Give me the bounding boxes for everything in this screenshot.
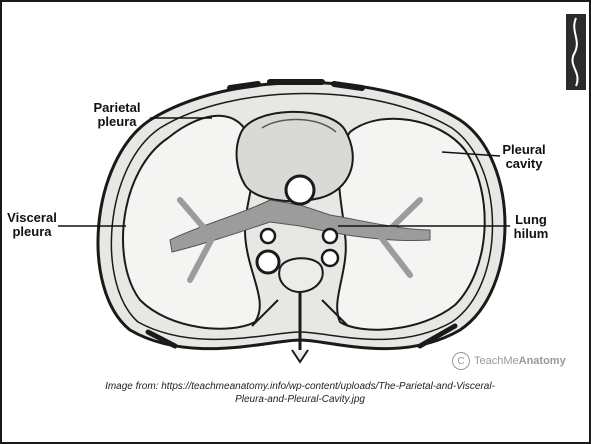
label-parietal-line1: Parietal (84, 101, 150, 115)
label-visceral-line2: pleura (2, 225, 62, 239)
caption-line1: Image from: https://teachmeanatomy.info/… (60, 380, 540, 393)
label-visceral-pleura: Visceral pleura (2, 211, 62, 239)
label-lung-hilum: Lung hilum (506, 213, 556, 241)
label-pleural-line2: cavity (494, 157, 554, 171)
watermark-text-light: TeachMe (474, 355, 519, 367)
label-pleural-line1: Pleural (494, 143, 554, 157)
copyright-icon: C (452, 352, 470, 370)
watermark-text-bold: Anatomy (519, 355, 566, 367)
vertebra (279, 258, 322, 292)
label-hilum-line1: Lung (506, 213, 556, 227)
caption-line2: Pleura-and-Pleural-Cavity.jpg (60, 393, 540, 406)
label-parietal-pleura: Parietal pleura (84, 101, 150, 129)
image-caption: Image from: https://teachmeanatomy.info/… (60, 380, 540, 406)
label-visceral-line1: Visceral (2, 211, 62, 225)
label-parietal-line2: pleura (84, 115, 150, 129)
label-pleural-cavity: Pleural cavity (494, 143, 554, 171)
label-hilum-line2: hilum (506, 227, 556, 241)
